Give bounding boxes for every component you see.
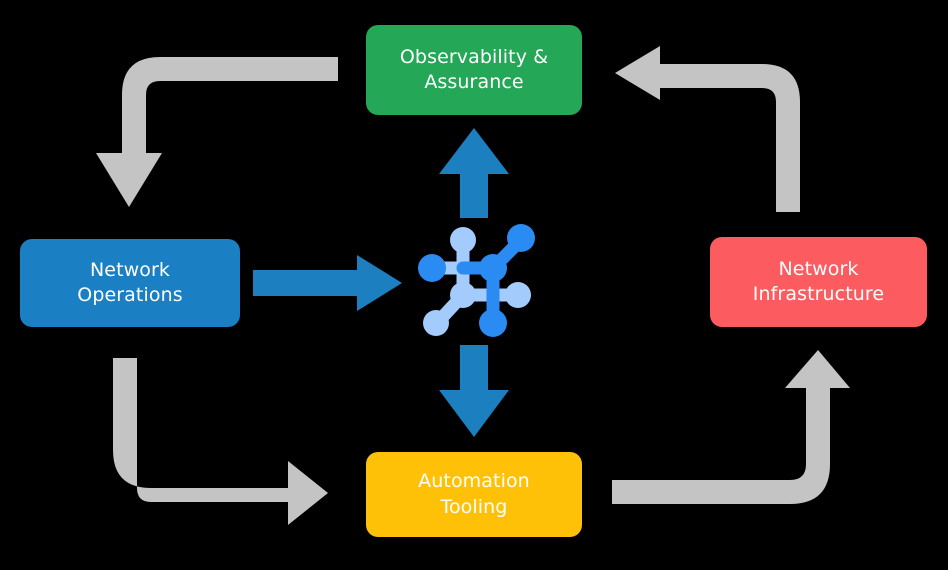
node-label-observability-assurance: Observability & Assurance (399, 45, 549, 93)
node-observability-assurance[interactable]: Observability & Assurance (366, 25, 582, 115)
arrow-automation-to-infrastructure (612, 350, 850, 504)
arrow-down-to-automation (439, 345, 509, 437)
node-label-network-operations: Network Operations (77, 258, 183, 306)
arrow-infrastructure-to-observability (615, 46, 800, 212)
node-automation-tooling[interactable]: Automation Tooling (366, 452, 582, 537)
node-network-operations[interactable]: Network Operations (20, 239, 240, 327)
arrow-operations-to-automation (113, 358, 328, 525)
arrow-up-to-observability (439, 128, 509, 218)
arrow-right-from-operations (253, 255, 402, 311)
arrow-observability-to-operations (96, 57, 338, 207)
node-network-infrastructure[interactable]: Network Infrastructure (710, 237, 927, 327)
network-icon-nodes (418, 224, 535, 337)
node-label-automation-tooling: Automation Tooling (418, 470, 530, 518)
node-label-network-infrastructure: Network Infrastructure (752, 257, 885, 305)
